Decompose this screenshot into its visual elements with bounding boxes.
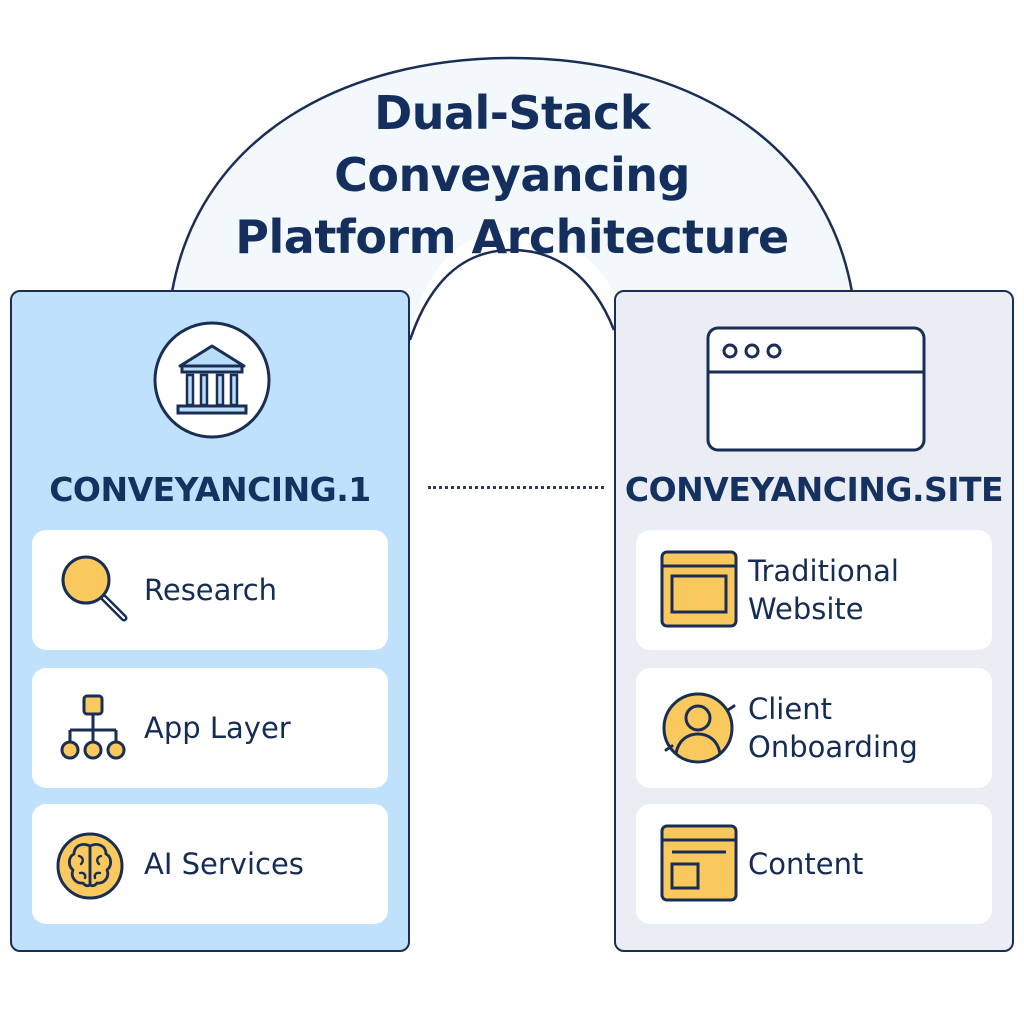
ai-services-card[interactable]: AI Services [32,804,388,924]
card-label: AI Services [144,847,304,881]
website-icon [660,550,738,628]
magnifier-icon [61,555,128,622]
dotted-connector [428,486,604,489]
title-line-3: Platform Architecture [235,210,789,264]
card-label: App Layer [144,711,291,745]
card-label: Research [144,573,278,607]
app-layer-card[interactable]: App Layer [32,668,388,788]
title-line-1: Dual-Stack [374,86,650,140]
conveyancing-1-panel: CONVEYANCING.1 Research App Layer [10,290,410,952]
bank-building-icon [153,321,271,439]
content-card[interactable]: Content [636,804,992,924]
card-label: Traditional Website [748,554,899,626]
research-card[interactable]: Research [32,530,388,650]
conveyancing-site-panel: CONVEYANCING.SITE Traditional Website Cl… [614,290,1014,952]
title-line-2: Conveyancing [334,148,690,202]
diagram-title: Dual-Stack Conveyancing Platform Archite… [180,82,844,268]
traditional-website-card[interactable]: Traditional Website [636,530,992,650]
hierarchy-icon [60,694,126,760]
client-onboarding-card[interactable]: Client Onboarding [636,668,992,788]
card-label: Content [748,847,864,881]
content-page-icon [660,824,738,902]
user-icon [662,692,736,764]
brain-icon [56,832,124,900]
card-label: Client Onboarding [748,692,918,764]
panel-title: CONVEYANCING.1 [49,470,371,509]
browser-window-icon [706,326,926,452]
panel-title: CONVEYANCING.SITE [624,470,1004,509]
